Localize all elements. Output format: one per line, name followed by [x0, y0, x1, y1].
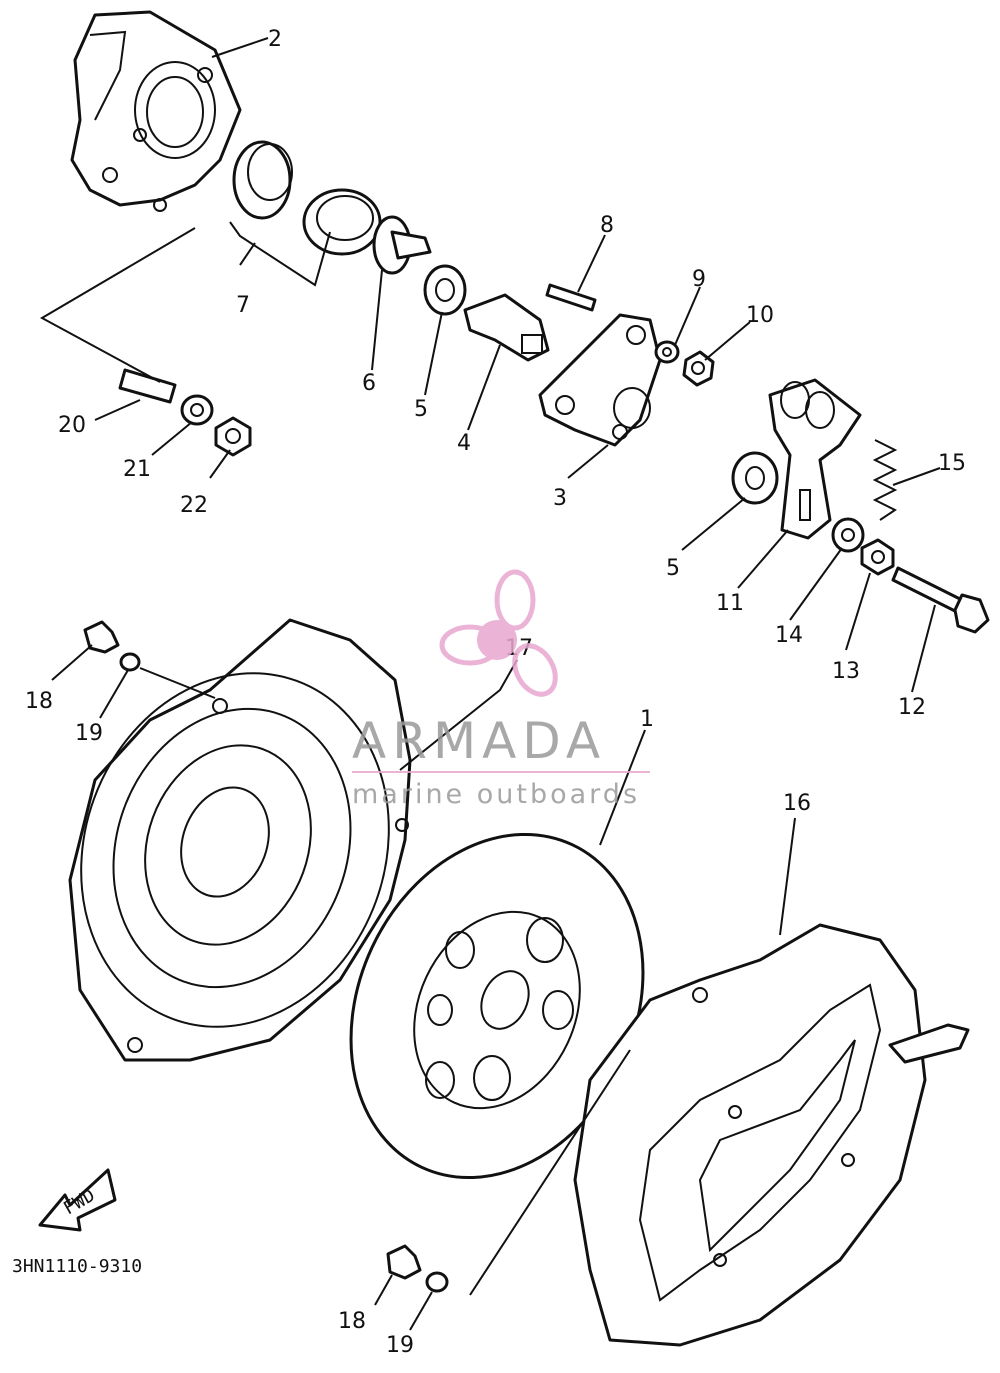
part-14-washer: [831, 517, 865, 553]
part-8-stud: [545, 283, 597, 312]
part-15-spring: [872, 439, 898, 521]
callout-11: 11: [716, 591, 744, 616]
part-2-housing: [70, 10, 242, 212]
propeller-logo-icon: [439, 569, 558, 697]
part-19-washer-lower: [425, 1271, 449, 1293]
callout-18-lower: 18: [338, 1309, 366, 1334]
part-12-bolt: [891, 566, 990, 634]
part-9-washer: [654, 340, 680, 364]
callout-8: 8: [600, 213, 614, 238]
fwd-arrow-icon: FWD: [38, 1168, 117, 1232]
callout-labels: 2 7 6 5 4 8 9 10 3 20 21 22 15 5 11 14 1…: [12, 27, 966, 1358]
diagram-code: 3HN1110-9310: [12, 1256, 142, 1277]
part-18-screw-lower: [386, 1244, 422, 1280]
callout-10: 10: [746, 303, 774, 328]
callout-2: 2: [268, 27, 282, 52]
callout-6: 6: [362, 371, 376, 396]
part-6-shaft: [372, 215, 432, 275]
callout-15: 15: [938, 451, 966, 476]
callout-9: 9: [692, 267, 706, 292]
callout-1: 1: [640, 707, 654, 732]
watermark-tagline: marine outboards: [352, 779, 640, 810]
part-5-bearing-lower: [731, 451, 779, 505]
callout-19-upper: 19: [75, 721, 103, 746]
callout-22: 22: [180, 493, 208, 518]
leader-lines: [39, 37, 941, 1331]
callout-7: 7: [236, 293, 250, 318]
callout-20: 20: [58, 413, 86, 438]
callout-3: 3: [553, 486, 567, 511]
callout-21: 21: [123, 457, 151, 482]
watermark-brand: ARMADA: [352, 712, 606, 770]
callout-5-upper: 5: [414, 397, 428, 422]
part-21-washer: [180, 394, 214, 426]
part-5-bearing-upper: [423, 264, 467, 316]
callout-19-lower: 19: [386, 1333, 414, 1358]
part-3-bracket: [538, 313, 662, 447]
part-13-nut: [860, 538, 895, 576]
part-7-seal-pair: [232, 140, 382, 256]
part-11-lever: [768, 378, 862, 540]
callout-16: 16: [783, 791, 811, 816]
part-19-washer-upper: [119, 652, 141, 672]
callout-4: 4: [457, 431, 471, 456]
callout-18-upper: 18: [25, 689, 53, 714]
part-4-fitting: [463, 293, 550, 362]
callout-5-lower: 5: [666, 556, 680, 581]
callout-12: 12: [898, 695, 926, 720]
callout-13: 13: [832, 659, 860, 684]
part-16-plate: [573, 923, 970, 1347]
watermark: ARMADA marine outboards: [352, 569, 650, 810]
part-22-nut: [214, 416, 252, 457]
part-17-cover: [68, 618, 412, 1062]
callout-14: 14: [775, 623, 803, 648]
